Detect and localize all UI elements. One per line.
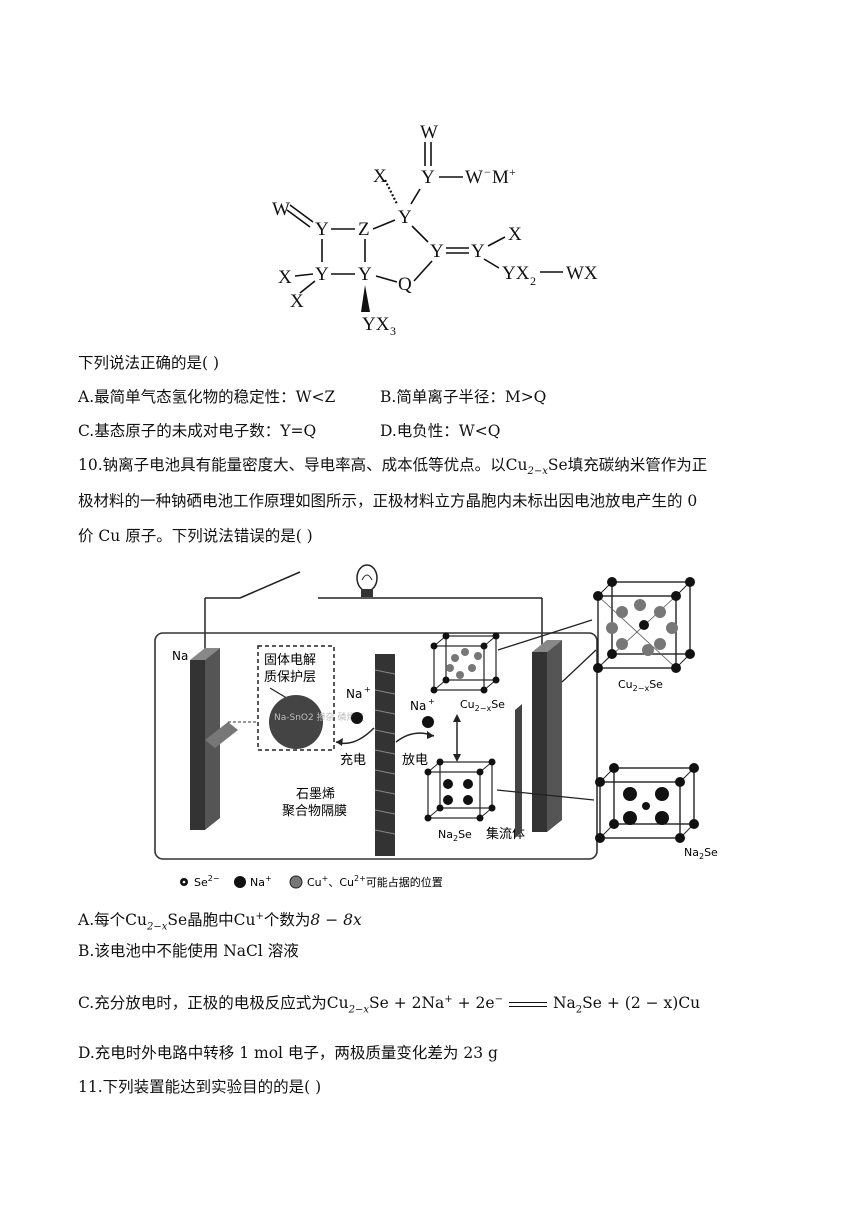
atom-y-ring2: Y — [315, 264, 329, 285]
atom-x-right: X — [508, 224, 522, 245]
atom-y-ring1: Y — [315, 219, 329, 240]
graphene-label-1: 石墨烯 — [296, 787, 335, 802]
q9-option-b: B.简单离子半径：M>Q — [380, 388, 547, 406]
na-anode — [190, 648, 258, 830]
q10-option-b: B.该电池中不能使用 NaCl 溶液 — [78, 942, 299, 960]
na2se-large-label: Na2Se — [684, 846, 718, 861]
q10-option-c: C.充分放电时，正极的电极反应式为Cu2−xSe + 2Na+ + 2e−Na2… — [78, 994, 701, 1016]
atom-x-left2: X — [290, 291, 304, 312]
external-circuit — [204, 571, 543, 650]
composite-particle — [269, 695, 323, 749]
atom-y-top: Y — [421, 167, 435, 188]
na-ion-left: Na — [346, 687, 362, 701]
q9-option-c: C.基态原子的未成对电子数：Y=Q — [78, 422, 317, 440]
svg-text:+: + — [364, 685, 371, 694]
structural-formula: W Y W − M + X Y W Y Z Y Y X YX 2 WX X Y … — [272, 122, 598, 338]
membrane-texture — [374, 669, 396, 835]
atom-x-upper: X — [373, 166, 387, 187]
collector-plate — [515, 704, 522, 838]
atom-w-left: W — [272, 199, 290, 220]
crystal-cu-se-small — [430, 632, 500, 694]
composite-particle-label: Na-SnO2 掺杂 磷烯复 — [274, 711, 364, 723]
atom-q: Q — [398, 274, 412, 295]
na-ion-right: Na — [410, 699, 426, 713]
q11-stem: 11.下列装置能达到实验目的的是( ) — [78, 1078, 322, 1096]
q9-option-a: A.最简单气态氢化物的稳定性：W<Z — [78, 388, 336, 406]
sub-3: 3 — [390, 324, 396, 338]
q10-line1: 10.钠离子电池具有能量密度大、导电率高、成本低等优点。以Cu2−xSe填充碳纳… — [78, 456, 708, 478]
atom-y-right: Y — [471, 241, 485, 262]
diagram-legend: Se2− Na+ Cu+、Cu2+可能占据的位置 — [180, 874, 443, 889]
atom-w-minus: W — [465, 167, 483, 188]
group-yx3: YX — [362, 314, 390, 335]
charge-label: 充电 — [340, 752, 366, 768]
atom-m: M — [492, 167, 509, 188]
minus-sign: − — [484, 165, 491, 179]
cell-container — [154, 632, 598, 860]
cu-se-large-label: Cu2−xSe — [618, 678, 663, 693]
q10-option-d: D.充电时外电路中转移 1 mol 电子，两极质量变化差为 23 g — [78, 1044, 498, 1062]
protect-label-2: 质保护层 — [264, 670, 316, 685]
svg-text:+: + — [428, 697, 435, 706]
atom-x-left1: X — [278, 267, 292, 288]
atom-w-top: W — [420, 122, 438, 143]
atom-z: Z — [358, 219, 370, 240]
protect-label-1: 固体电解 — [264, 653, 316, 668]
q9-stem: 下列说法正确的是( ) — [78, 354, 220, 372]
plus-sign: + — [509, 165, 516, 179]
discharge-label: 放电 — [402, 753, 428, 768]
protect-layer-box — [257, 645, 335, 751]
svg-text:Se2−: Se2− — [194, 874, 220, 889]
na2se-small-label: Na2Se — [438, 828, 472, 843]
q10-line3: 价 Cu 原子。下列说法错误的是( ) — [78, 527, 313, 545]
battery-diagram: Na 固体电解 质保护层 Na-SnO2 掺杂 磷烯复 Na + Na + 充电… — [154, 564, 718, 889]
group-wx: WX — [566, 263, 598, 284]
graphene-label-2: 聚合物隔膜 — [282, 804, 347, 819]
atom-y-ring3: Y — [358, 264, 372, 285]
crystal-na2se-small — [424, 758, 496, 822]
wedge-bond — [361, 285, 370, 312]
q9-option-d: D.电负性：W<Q — [380, 422, 501, 440]
cu-se-small-label: Cu2−xSe — [460, 698, 505, 713]
crystal-cu-se-large — [593, 577, 695, 673]
crystal-na2se-large — [595, 763, 699, 843]
svg-text:Cu+、Cu2+可能占据的位置: Cu+、Cu2+可能占据的位置 — [307, 874, 443, 889]
q10-option-a: A.每个Cu2−xSe晶胞中Cu+个数为8 − 8x — [78, 911, 362, 933]
na-electrode-label: Na — [172, 649, 188, 663]
atom-y-center: Y — [398, 207, 412, 228]
bulb-icon — [356, 564, 378, 597]
q10-line2: 极材料的一种钠硒电池工作原理如图所示，正极材料立方晶胞内未标出因电池放电产生的 … — [78, 492, 698, 510]
cathode — [532, 640, 562, 832]
svg-text:Na+: Na+ — [250, 874, 272, 889]
group-yx2: YX — [502, 263, 530, 284]
graphene-membrane — [375, 654, 395, 856]
sub-2: 2 — [530, 274, 536, 288]
atom-y-eq: Y — [430, 241, 444, 262]
